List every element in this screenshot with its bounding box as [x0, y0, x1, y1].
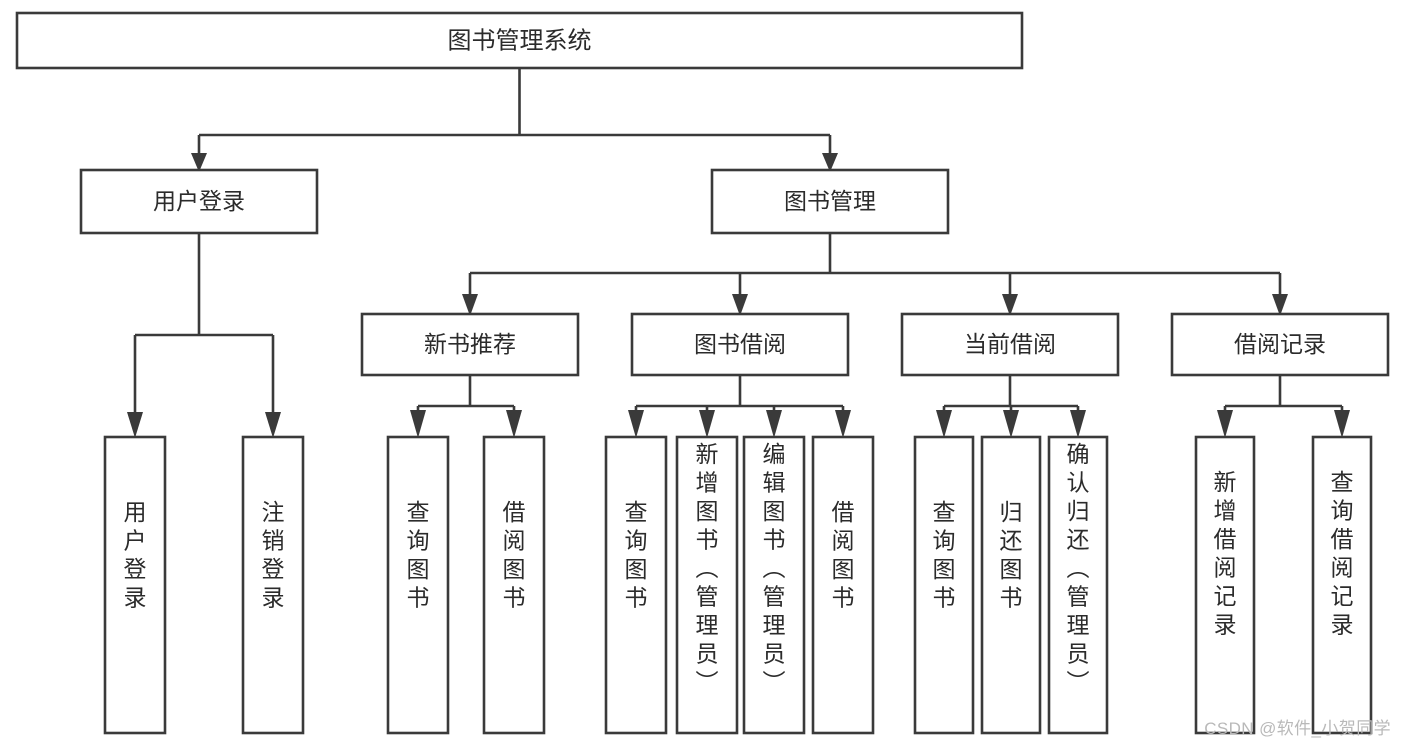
book-borrow-box[interactable]: [630, 312, 850, 377]
root-box[interactable]: [15, 11, 1024, 70]
leaf-query-borrow-record[interactable]: 查询借阅记录: [1311, 435, 1373, 735]
leaf-query-borrow-record-box[interactable]: [1311, 435, 1373, 735]
leaf-user-login[interactable]: 用户登录: [103, 435, 167, 735]
edge-layer: [127, 68, 1350, 438]
leaf-user-login-label: 用户登录: [124, 499, 147, 611]
edge-root-trunk: [197, 68, 832, 160]
leaf-add-borrow-record-box[interactable]: [1194, 435, 1256, 735]
borrow-record-label: 借阅记录: [1234, 331, 1326, 357]
arrow-root-to-book-mgmt: [822, 153, 838, 172]
current-borrow-label: 当前借阅: [964, 331, 1056, 357]
leaf-query-book-2[interactable]: 查询图书: [604, 435, 668, 735]
leaf-add-book-admin-label: 新增图书︵管理员︶: [696, 441, 719, 695]
leaf-borrow-book-1[interactable]: 借阅图书: [482, 435, 546, 735]
arrow-root-to-user-login: [191, 153, 207, 172]
new-book-recommend-box[interactable]: [360, 312, 580, 377]
node-book-borrow[interactable]: 图书借阅: [630, 312, 850, 377]
arrow-userlogin-to-logout: [265, 412, 281, 438]
arrow-bookmgmt-to-current: [1002, 294, 1018, 316]
leaf-add-book-admin-box[interactable]: [675, 435, 739, 735]
book-management-box[interactable]: [710, 168, 950, 235]
leaf-query-book-2-label: 查询图书: [625, 499, 648, 611]
leaf-borrow-book-2-box[interactable]: [811, 435, 875, 735]
arrow-borrow-to-edit: [766, 410, 782, 438]
book-management-label: 图书管理: [784, 188, 876, 214]
arrow-bookmgmt-to-borrow: [732, 294, 748, 316]
leaf-query-book-3-box[interactable]: [913, 435, 975, 735]
leaf-query-borrow-record-label: 查询借阅记录: [1331, 469, 1354, 638]
leaf-logout-label: 注销登录: [262, 499, 285, 611]
arrow-borrow-to-add: [699, 410, 715, 438]
arrow-bookmgmt-to-newbook: [462, 294, 478, 316]
leaf-borrow-book-2[interactable]: 借阅图书: [811, 435, 875, 735]
leaf-edit-book-admin-box[interactable]: [742, 435, 806, 735]
root-label: 图书管理系统: [448, 27, 592, 54]
leaf-edit-book-admin[interactable]: 编辑图书︵管理员︶: [742, 435, 806, 735]
node-user-login[interactable]: 用户登录: [79, 168, 319, 235]
leaf-add-borrow-record-label: 新增借阅记录: [1214, 469, 1237, 638]
arrow-newbook-to-query: [410, 410, 426, 438]
edge-newbook-trunk: [416, 375, 516, 420]
edge-record-trunk: [1223, 375, 1344, 420]
arrow-bookmgmt-to-record: [1272, 294, 1288, 316]
arrow-current-to-return: [1003, 410, 1019, 438]
leaf-logout-box[interactable]: [241, 435, 305, 735]
leaf-query-book-3[interactable]: 查询图书: [913, 435, 975, 735]
leaf-borrow-book-2-label: 借阅图书: [832, 499, 855, 611]
leaf-query-book-1-box[interactable]: [386, 435, 450, 735]
leaf-borrow-book-1-box[interactable]: [482, 435, 546, 735]
arrow-newbook-to-borrow: [506, 410, 522, 438]
user-login-label: 用户登录: [153, 188, 245, 214]
leaf-logout[interactable]: 注销登录: [241, 435, 305, 735]
arrow-borrow-to-query: [628, 410, 644, 438]
edge-userlogin-trunk: [133, 233, 275, 420]
leaf-add-book-admin[interactable]: 新增图书︵管理员︶: [675, 435, 739, 735]
current-borrow-box[interactable]: [900, 312, 1120, 377]
arrow-current-to-query: [936, 410, 952, 438]
leaf-borrow-book-1-label: 借阅图书: [503, 499, 526, 611]
csdn-watermark: CSDN @软件_小贺同学: [1204, 719, 1391, 738]
leaf-nodes-layer: 用户登录 注销登录 查询图书 借阅图书 查询图书 新增图书︵管理员︶: [103, 435, 1373, 735]
leaf-query-book-2-box[interactable]: [604, 435, 668, 735]
leaf-edit-book-admin-label: 编辑图书︵管理员︶: [763, 441, 786, 695]
borrow-record-box[interactable]: [1170, 312, 1390, 377]
leaf-return-book[interactable]: 归还图书: [980, 435, 1042, 735]
leaf-query-book-3-label: 查询图书: [933, 499, 956, 611]
edge-bookmgmt-trunk: [468, 233, 1282, 302]
leaf-user-login-box[interactable]: [103, 435, 167, 735]
leaf-add-borrow-record[interactable]: 新增借阅记录: [1194, 435, 1256, 735]
leaf-confirm-return-admin-label: 确认归还︵管理员︶: [1067, 441, 1090, 695]
new-book-recommend-label: 新书推荐: [424, 331, 516, 357]
node-current-borrow[interactable]: 当前借阅: [900, 312, 1120, 377]
leaf-confirm-return-admin-box[interactable]: [1047, 435, 1109, 735]
leaf-return-book-label: 归还图书: [1000, 499, 1023, 611]
leaf-confirm-return-admin[interactable]: 确认归还︵管理员︶: [1047, 435, 1109, 735]
book-borrow-label: 图书借阅: [694, 331, 786, 357]
arrow-borrow-to-borrowbook: [835, 410, 851, 438]
user-login-box[interactable]: [79, 168, 319, 235]
node-borrow-record[interactable]: 借阅记录: [1170, 312, 1390, 377]
arrow-userlogin-to-login: [127, 412, 143, 438]
arrow-record-to-query: [1334, 410, 1350, 438]
leaf-return-book-box[interactable]: [980, 435, 1042, 735]
arrow-record-to-add: [1217, 410, 1233, 438]
leaf-query-book-1[interactable]: 查询图书: [386, 435, 450, 735]
node-root[interactable]: 图书管理系统: [15, 11, 1024, 70]
edge-borrow-trunk: [634, 375, 845, 420]
node-new-book-recommend[interactable]: 新书推荐: [360, 312, 580, 377]
arrow-current-to-confirm: [1070, 410, 1086, 438]
leaf-query-book-1-label: 查询图书: [407, 499, 430, 611]
node-book-management[interactable]: 图书管理: [710, 168, 950, 235]
